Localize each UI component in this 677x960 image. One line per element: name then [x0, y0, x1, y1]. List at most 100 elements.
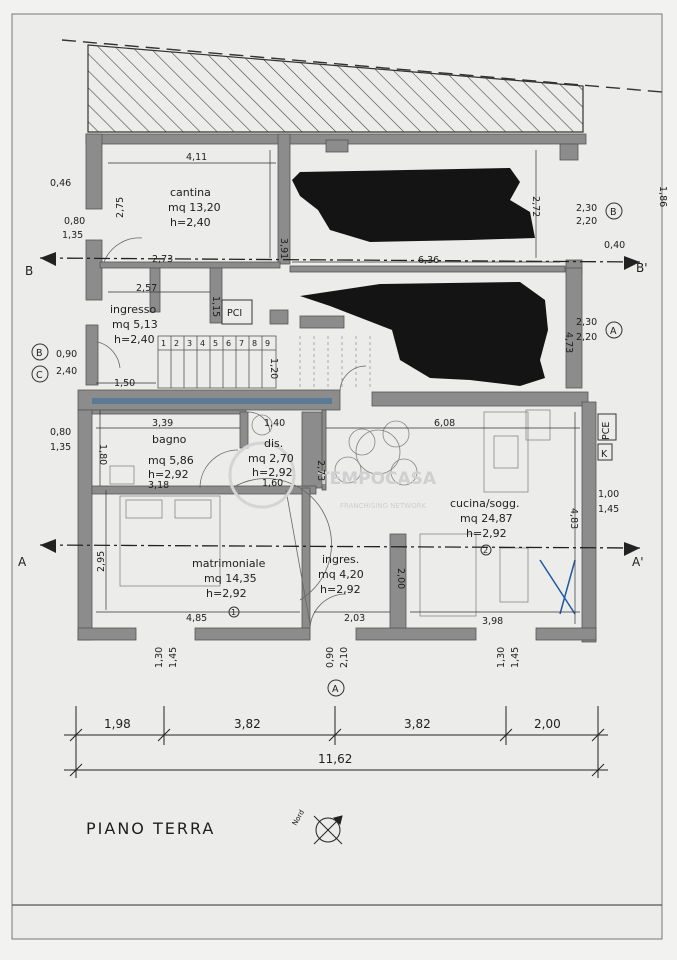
svg-text:1,45: 1,45	[510, 647, 521, 668]
svg-text:2,95: 2,95	[96, 551, 107, 572]
room-ingres: ingres. mq 4,20 h=2,92	[318, 553, 364, 596]
pce-box	[597, 413, 617, 441]
svg-text:2,57: 2,57	[136, 283, 157, 294]
svg-text:2,73: 2,73	[152, 254, 173, 265]
svg-text:3,98: 3,98	[482, 616, 503, 627]
svg-text:2,20: 2,20	[576, 332, 597, 343]
svg-text:h=2,92: h=2,92	[252, 466, 293, 479]
svg-text:matrimoniale: matrimoniale	[192, 557, 266, 570]
svg-text:mq 5,13: mq 5,13	[112, 318, 158, 331]
svg-text:1,20: 1,20	[268, 358, 279, 379]
svg-text:6: 6	[226, 339, 231, 348]
bottom-dim-3: 3,82	[404, 717, 431, 731]
svg-text:h=2,92: h=2,92	[320, 583, 361, 596]
marker-b: B	[36, 348, 43, 359]
section-b-right: B'	[636, 261, 648, 275]
svg-text:2,75: 2,75	[115, 197, 126, 218]
watermark-brand: TEMPOCASA	[318, 469, 437, 489]
section-arrows	[40, 252, 640, 556]
svg-text:ingresso: ingresso	[110, 303, 157, 316]
dimension-texts: 4,11 0,46 0,80 1,35 2,75 3,91 2,72 1,86 …	[50, 152, 668, 668]
svg-text:1,50: 1,50	[114, 378, 135, 389]
section-a-left: A	[18, 555, 27, 569]
svg-text:9: 9	[265, 339, 270, 348]
svg-text:1,80: 1,80	[97, 444, 108, 465]
furniture	[109, 409, 551, 617]
svg-text:7: 7	[239, 339, 244, 348]
svg-text:2: 2	[174, 339, 179, 348]
svg-text:1,30: 1,30	[496, 647, 507, 668]
svg-text:mq 2,70: mq 2,70	[248, 452, 294, 465]
north-arrow-icon	[313, 815, 343, 845]
k-label: K	[601, 449, 608, 460]
svg-text:1,60: 1,60	[262, 478, 283, 489]
svg-text:ingres.: ingres.	[322, 553, 359, 566]
svg-text:2,72: 2,72	[530, 196, 541, 217]
svg-text:bagno: bagno	[152, 433, 187, 446]
svg-text:1,30: 1,30	[154, 647, 165, 668]
marker-a-right: A	[610, 326, 617, 337]
svg-text:3: 3	[187, 339, 192, 348]
room-cantina: cantina mq 13,20 h=2,40	[168, 186, 221, 229]
k-box	[597, 443, 613, 461]
marker-a-bottom: A	[332, 684, 339, 695]
svg-text:mq 14,35: mq 14,35	[204, 572, 257, 585]
room-cucina: cucina/sogg. mq 24,87 h=2,92 2	[450, 497, 519, 556]
plan-title: PIANO TERRA	[86, 819, 215, 838]
svg-text:2,10: 2,10	[339, 647, 350, 668]
svg-text:cantina: cantina	[170, 186, 211, 199]
svg-text:1: 1	[161, 339, 166, 348]
svg-text:2: 2	[483, 546, 488, 555]
svg-text:6,08: 6,08	[434, 418, 455, 429]
svg-text:h=2,40: h=2,40	[170, 216, 211, 229]
svg-text:h=2,92: h=2,92	[148, 468, 189, 481]
svg-text:h=2,92: h=2,92	[466, 527, 507, 540]
svg-text:mq 24,87: mq 24,87	[460, 512, 513, 525]
svg-text:4,85: 4,85	[186, 613, 207, 624]
redaction-marks	[292, 168, 548, 386]
svg-text:4,83: 4,83	[568, 508, 579, 529]
dimension-lines	[96, 150, 580, 624]
svg-text:h=2,92: h=2,92	[206, 587, 247, 600]
section-a-right: A'	[632, 555, 644, 569]
svg-text:2,30: 2,30	[576, 317, 597, 328]
walls	[77, 133, 597, 643]
marker-b-right: B	[610, 207, 617, 218]
pci-label: PCI	[227, 308, 242, 319]
svg-text:4: 4	[200, 339, 205, 348]
svg-text:2,73: 2,73	[315, 460, 326, 481]
svg-text:1,45: 1,45	[168, 647, 179, 668]
svg-text:0,46: 0,46	[50, 178, 71, 189]
bottom-dim-1: 1,98	[104, 717, 131, 731]
svg-text:1,00: 1,00	[598, 489, 619, 500]
stair-step-numbers: 1 2 3 4 5 6 7 8 9	[161, 339, 270, 348]
bottom-dim-2: 3,82	[234, 717, 261, 731]
svg-text:5: 5	[213, 339, 218, 348]
svg-text:dis.: dis.	[264, 437, 283, 450]
svg-text:3,91: 3,91	[278, 238, 289, 259]
svg-text:1,15: 1,15	[210, 296, 221, 317]
svg-text:2,03: 2,03	[344, 613, 365, 624]
svg-text:2,00: 2,00	[395, 568, 406, 589]
svg-text:0,90: 0,90	[56, 349, 77, 360]
watermark-tagline: FRANCHISING NETWORK	[340, 502, 426, 510]
stair	[157, 335, 371, 389]
room-bagno: bagno mq 5,86 h=2,92	[148, 433, 194, 481]
svg-text:1,45: 1,45	[598, 504, 619, 515]
svg-text:0,80: 0,80	[50, 427, 71, 438]
terrain-hatch	[61, 39, 663, 133]
svg-text:2,30: 2,30	[576, 203, 597, 214]
bottom-dim-4: 2,00	[534, 717, 561, 731]
pci-box	[221, 299, 253, 325]
section-lines	[39, 257, 641, 549]
svg-text:2,20: 2,20	[576, 216, 597, 227]
bottom-dimension-chain	[64, 706, 608, 778]
svg-text:6,36: 6,36	[418, 255, 439, 266]
window-marks	[539, 559, 576, 615]
svg-text:4,73: 4,73	[563, 332, 574, 353]
svg-text:h=2,40: h=2,40	[114, 333, 155, 346]
svg-text:8: 8	[252, 339, 257, 348]
wall-accent	[92, 398, 332, 404]
svg-text:2,40: 2,40	[56, 366, 77, 377]
total-dim: 11,62	[318, 752, 352, 766]
